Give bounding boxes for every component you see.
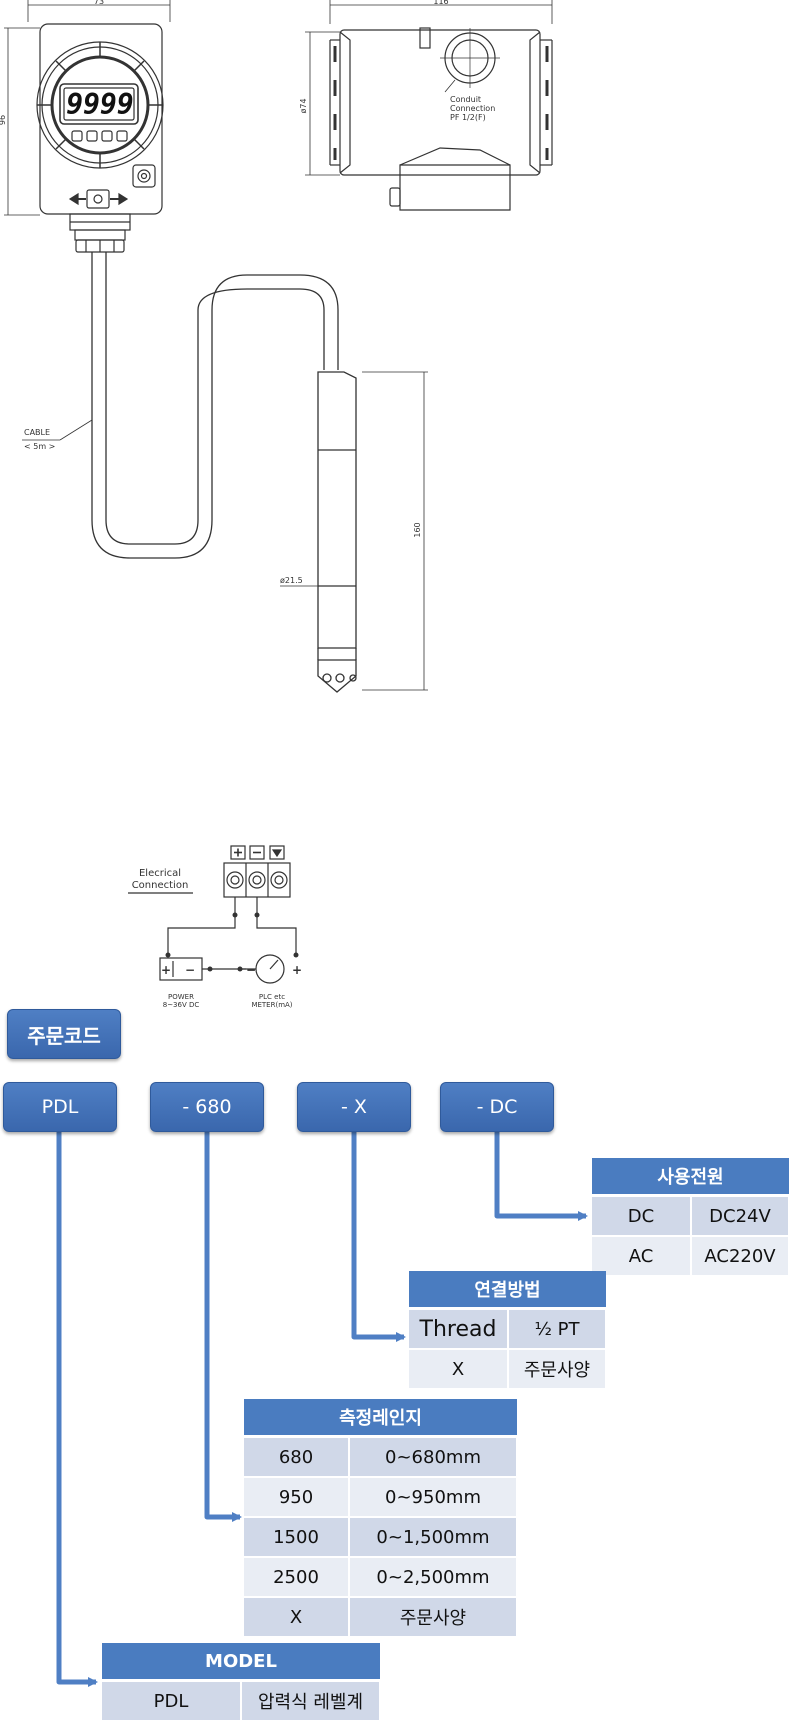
table-cell: PDL — [102, 1680, 242, 1722]
range-table-header: 측정레인지 — [244, 1399, 517, 1438]
table-cell: 0~2,500mm — [349, 1557, 518, 1598]
table-cell: 1500 — [244, 1517, 350, 1558]
table-row: X 주문사양 — [409, 1349, 607, 1390]
table-cell: 주문사양 — [508, 1349, 607, 1390]
table-cell: ½ PT — [508, 1308, 607, 1350]
table-cell: DC24V — [691, 1195, 790, 1237]
table-cell: AC — [592, 1236, 692, 1277]
probe-length: 160 — [413, 522, 422, 537]
meter-plus: + — [292, 963, 302, 977]
table-row: X 주문사양 — [244, 1597, 518, 1638]
code-x-button[interactable]: - X — [297, 1082, 411, 1132]
table-cell: AC220V — [691, 1236, 790, 1277]
table-cell: X — [409, 1349, 509, 1390]
wiring-title-2: Connection — [132, 880, 189, 891]
table-cell: 0~680mm — [349, 1436, 518, 1478]
cable-length: < 5m > — [24, 442, 55, 451]
wiring-terminal-dots — [165, 912, 299, 972]
power-label-1: POWER — [168, 993, 194, 1001]
table-row: 950 0~950mm — [244, 1477, 518, 1518]
order-code-title: 주문코드 — [7, 1009, 121, 1059]
table-cell: 압력식 레벨계 — [241, 1680, 381, 1722]
meter-minus: − — [246, 963, 256, 977]
table-cell: 2500 — [244, 1557, 350, 1598]
wiring-diagram — [128, 845, 297, 984]
table-row: Thread ½ PT — [409, 1308, 607, 1350]
connector-680 — [204, 1132, 242, 1522]
connector-x — [351, 1132, 406, 1342]
code-680-button[interactable]: - 680 — [150, 1082, 264, 1132]
table-row: PDL 압력식 레벨계 — [102, 1680, 381, 1722]
dim-width-head: 73 — [94, 0, 104, 6]
table-row: 1500 0~1,500mm — [244, 1517, 518, 1558]
table-cell: 0~1,500mm — [349, 1517, 518, 1558]
transmitter-side-view — [305, 0, 553, 211]
table-row: 2500 0~2,500mm — [244, 1557, 518, 1598]
conduit-label-2: Connection — [450, 104, 495, 113]
power-label-2: 8~36V DC — [163, 1001, 200, 1009]
cable-and-probe — [22, 252, 428, 693]
connector-dc — [494, 1132, 588, 1221]
table-cell: Thread — [409, 1308, 509, 1350]
code-dc-button[interactable]: - DC — [440, 1082, 554, 1132]
power-table-header: 사용전원 — [592, 1158, 789, 1197]
table-row: DC DC24V — [592, 1195, 790, 1237]
cable-label: CABLE — [24, 428, 50, 437]
conduit-label-1: Conduit — [450, 95, 481, 104]
connection-table: 연결방법 Thread ½ PT X 주문사양 — [409, 1271, 607, 1390]
table-row: AC AC220V — [592, 1236, 790, 1277]
dim-diameter-side: ø74 — [299, 98, 308, 113]
power-plus: + — [161, 963, 171, 977]
range-table: 측정레인지 680 0~680mm 950 0~950mm 1500 0~1,5… — [244, 1399, 518, 1638]
model-table-header: MODEL — [102, 1643, 380, 1682]
display-digits: 9999 — [66, 88, 133, 121]
meter-label-2: METER(mA) — [251, 1001, 292, 1009]
wiring-title-1: Elecrical — [139, 868, 181, 879]
power-table: 사용전원 DC DC24V AC AC220V — [592, 1158, 790, 1277]
code-pdl-button[interactable]: PDL — [3, 1082, 117, 1132]
table-cell: X — [244, 1597, 350, 1638]
meter-label-1: PLC etc — [259, 993, 285, 1001]
probe-diameter: ø21.5 — [280, 576, 303, 585]
dim-width-side: 116 — [433, 0, 448, 6]
order-connectors — [56, 1132, 588, 1687]
conduit-label-3: PF 1/2(F) — [450, 113, 486, 122]
dim-height-head: 96 — [0, 115, 7, 125]
connection-table-header: 연결방법 — [409, 1271, 606, 1310]
table-cell: 주문사양 — [349, 1597, 518, 1638]
table-cell: 0~950mm — [349, 1477, 518, 1518]
transmitter-front-view — [4, 0, 171, 253]
power-minus: − — [185, 963, 195, 977]
connector-pdl — [56, 1132, 98, 1687]
table-cell: 680 — [244, 1436, 350, 1478]
table-cell: 950 — [244, 1477, 350, 1518]
table-row: 680 0~680mm — [244, 1436, 518, 1478]
model-table: MODEL PDL 압력식 레벨계 — [102, 1643, 381, 1722]
table-cell: DC — [592, 1195, 692, 1237]
